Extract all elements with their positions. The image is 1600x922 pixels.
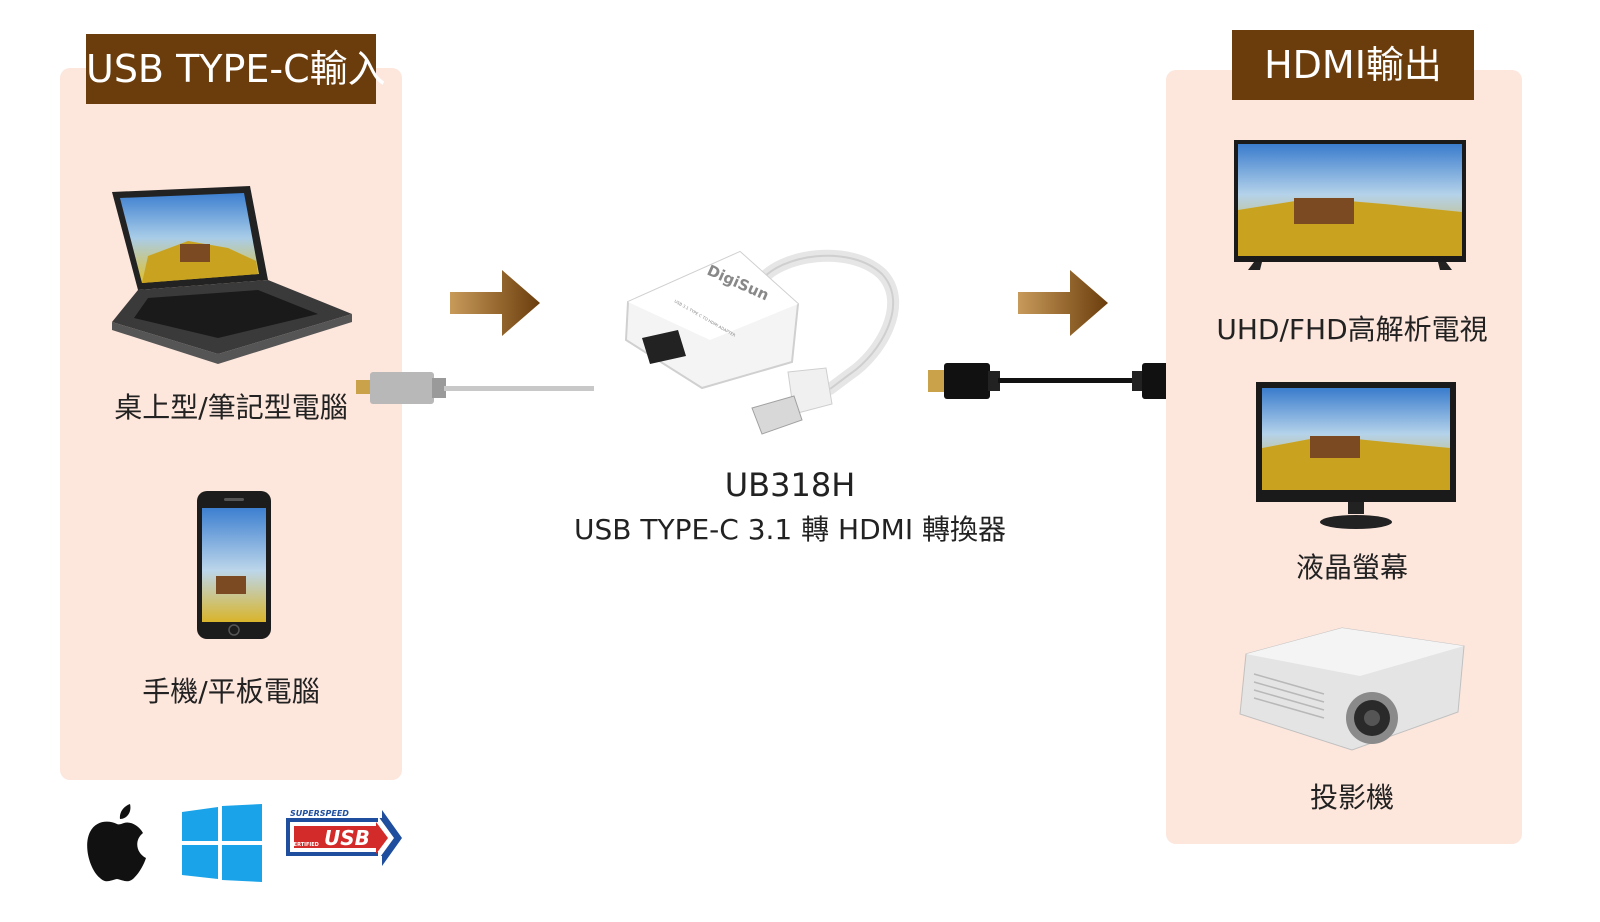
usb-badge-side-text: CERTIFIED [290,842,319,848]
projector-label: 投影機 [1309,781,1394,814]
usb-badge-main-text: USB [324,826,370,850]
adapter-product-image: DigiSun USB 3.1 TYPE C TO HDMI ADAPTER [624,249,900,435]
product-description: USB TYPE-C 3.1 轉 HDMI 轉換器 [574,513,1006,546]
projector-image [1239,627,1465,751]
tv-label: UHD/FHD高解析電視 [1216,313,1488,346]
monitor-image [1256,382,1456,529]
product-model: UB318H [724,466,856,504]
output-panel-title: HDMI輸出 [1232,30,1474,100]
usb-badge-top-text: SUPERSPEED [290,809,349,818]
phone-label: 手機/平板電腦 [142,675,320,708]
monitor-label: 液晶螢幕 [1295,551,1408,584]
superspeed-usb-logo: SUPERSPEED CERTIFIED USB [286,809,402,866]
laptop-image [112,186,352,364]
apple-logo-icon [87,804,146,882]
arrow-right-icon-left [450,270,540,336]
input-panel-title: USB TYPE-C輸入 [86,34,386,104]
input-panel [60,68,402,780]
usb-c-cable [356,372,594,404]
tv-image [1234,140,1466,270]
windows-logo-icon [182,804,262,882]
phone-image [197,491,271,639]
laptop-label: 桌上型/筆記型電腦 [114,391,348,424]
arrow-right-icon-right [1018,270,1108,336]
